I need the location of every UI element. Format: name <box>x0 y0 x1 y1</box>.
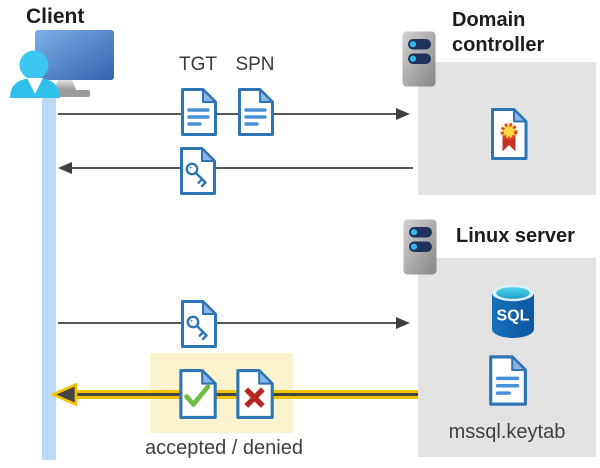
arrow-ticket-request-head <box>396 108 410 120</box>
client-label: Client <box>26 5 85 28</box>
certificate-icon <box>491 108 528 160</box>
arrow-service-request-line <box>58 322 398 324</box>
arrow-result-response-head <box>52 383 78 406</box>
linux-server-icon <box>403 219 437 275</box>
spn-label: SPN <box>235 54 275 75</box>
tgt-key-document-icon <box>180 147 216 195</box>
sql-database-icon: SQL <box>492 284 534 338</box>
client-workstation-icon <box>10 30 114 98</box>
user-icon <box>10 50 60 98</box>
client-timeline-bar <box>42 90 56 460</box>
sql-label: SQL <box>497 308 530 325</box>
service-key-document-icon <box>181 300 217 348</box>
arrow-ticket-response-head <box>58 162 72 174</box>
domain-controller-server-icon <box>402 31 436 87</box>
accepted-document-icon <box>179 369 217 419</box>
arrow-ticket-response-line <box>71 167 413 169</box>
accepted-denied-label: accepted / denied <box>145 437 303 459</box>
arrow-ticket-request-line <box>58 113 398 115</box>
keytab-label: mssql.keytab <box>448 421 566 443</box>
tgt-document-icon <box>181 88 217 136</box>
domain-controller-label: Domain controller <box>452 9 545 56</box>
arrow-service-request-head <box>396 317 410 329</box>
denied-document-icon <box>236 369 274 419</box>
spn-document-icon <box>238 88 274 136</box>
linux-server-label: Linux server <box>456 225 575 247</box>
tgt-label: TGT <box>179 54 217 75</box>
keytab-document-icon <box>489 355 527 406</box>
